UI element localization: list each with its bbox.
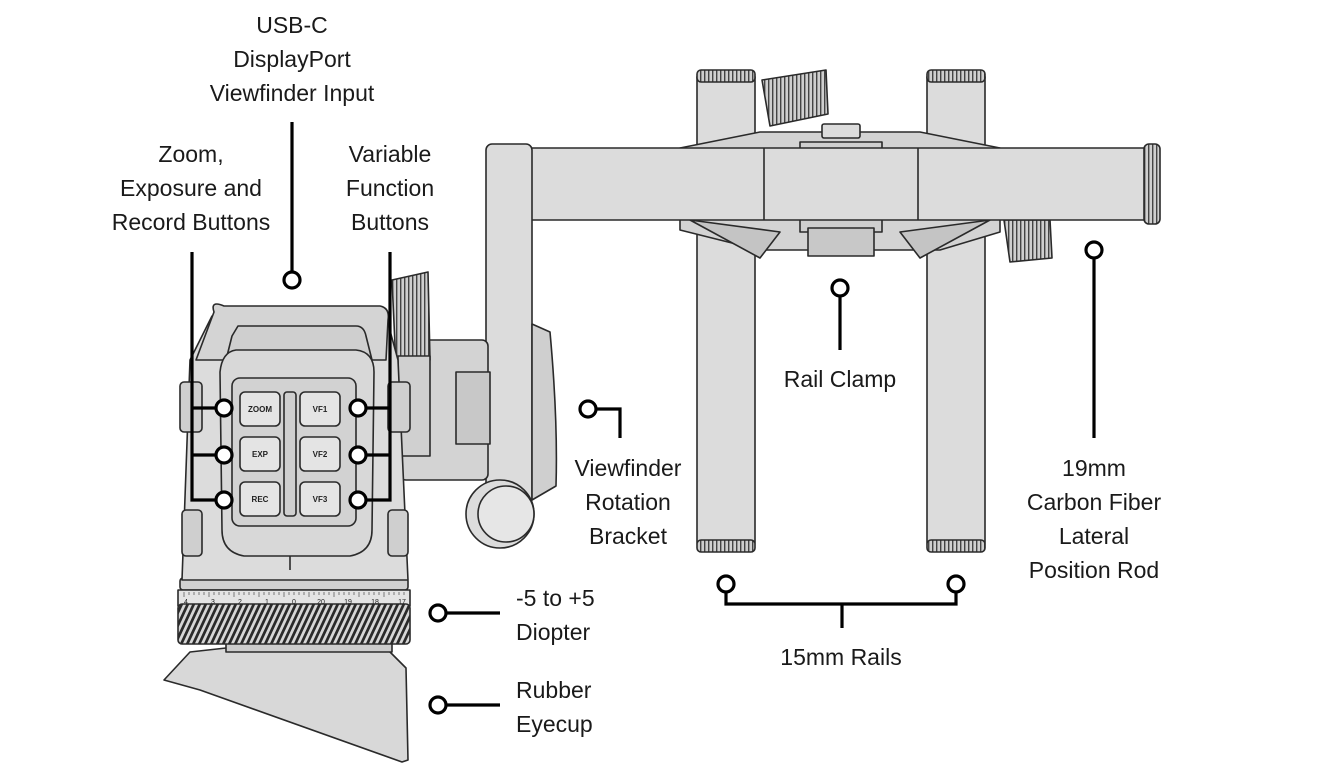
diopter-scale-number: 19 xyxy=(344,599,352,606)
viewfinder-rotation-bracket xyxy=(391,143,558,549)
diopter-scale-number: 4 xyxy=(184,599,188,606)
button-rec xyxy=(239,481,281,517)
diopter-scale-number: 17 xyxy=(398,599,406,606)
button-exp xyxy=(239,436,281,472)
label-diopter: -5 to +5 Diopter xyxy=(516,585,595,645)
diopter-scale-number: 1 xyxy=(265,599,269,606)
label-rail-clamp: Rail Clamp xyxy=(783,366,897,392)
button-zoom xyxy=(239,391,281,427)
button-vf3 xyxy=(299,481,341,517)
label-15mm-rails: 15mm Rails xyxy=(780,644,902,670)
button-rec-label: REC xyxy=(252,495,269,504)
label-rubber-eyecup: Rubber Eyecup xyxy=(516,677,593,737)
button-zoom-label: ZOOM xyxy=(248,405,272,414)
label-usbc-input: USB-C DisplayPort Viewfinder Input xyxy=(209,12,375,106)
diopter-scale-number: 3 xyxy=(211,599,215,606)
diopter-scale-number: 20 xyxy=(317,599,325,606)
label-rotation-bracket: Viewfinder Rotation Bracket xyxy=(574,455,682,549)
label-carbon-fiber-rod: 19mm Carbon Fiber Lateral Position Rod xyxy=(1026,455,1162,583)
label-zoom-exposure-record: Zoom, Exposure and Record Buttons xyxy=(111,141,271,235)
button-exp-label: EXP xyxy=(252,450,269,459)
button-vf1-label: VF1 xyxy=(313,405,328,414)
button-vf1 xyxy=(299,391,341,427)
diopter-scale: 4 3 2 1 0 20 19 18 17 xyxy=(183,592,406,606)
diopter-ring xyxy=(177,577,411,645)
rubber-eyecup xyxy=(163,639,409,763)
button-vf2-label: VF2 xyxy=(313,450,328,459)
lateral-position-rod xyxy=(519,143,1161,225)
callout-lines xyxy=(190,122,1096,707)
diopter-scale-number: 18 xyxy=(371,599,379,606)
diopter-scale-number: 0 xyxy=(292,599,296,606)
button-vf2 xyxy=(299,436,341,472)
button-vf3-label: VF3 xyxy=(313,495,328,504)
label-variable-function: Variable Function Buttons xyxy=(345,141,435,235)
diopter-scale-number: 2 xyxy=(238,599,242,606)
callout-dots xyxy=(214,240,1104,715)
